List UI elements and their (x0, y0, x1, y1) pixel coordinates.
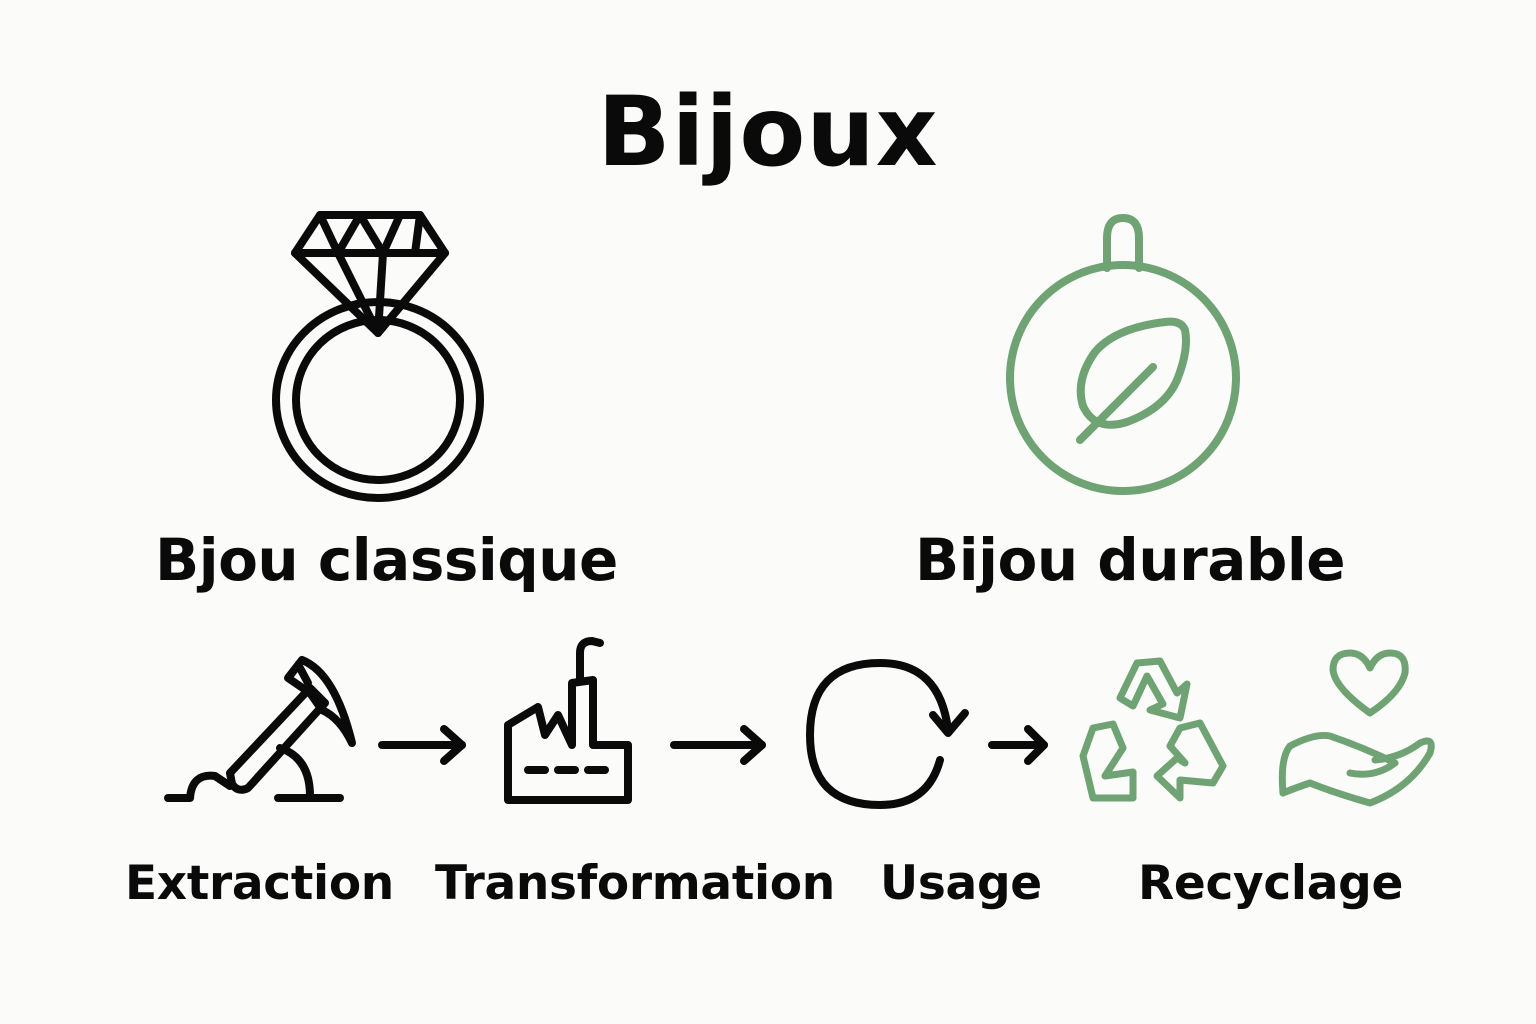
stage-label-usage: Usage (880, 856, 1042, 911)
diamond-ring-icon (272, 211, 484, 502)
category-classic: Bjou classique (150, 205, 618, 605)
leaf-pendant-icon (1006, 214, 1240, 495)
stage-label-recyclage: Recyclage (1138, 856, 1404, 911)
factory-icon (504, 637, 632, 804)
pickaxe-icon (164, 656, 356, 802)
category-label-classic: Bjou classique (155, 526, 618, 594)
stage-label-extraction: Extraction (125, 856, 394, 911)
arrow-right-icon (378, 725, 466, 765)
category-sustainable: Bijou durable (910, 205, 1346, 605)
arrow-right-icon (988, 725, 1048, 765)
stage-label-transformation: Transformation (435, 856, 835, 911)
category-label-sustainable: Bijou durable (915, 526, 1346, 594)
heart-in-hand-icon (1278, 649, 1435, 807)
lifecycle-flow: Extraction Transformation Usage Recyclag… (0, 630, 1536, 930)
page-title: Bijoux (597, 76, 939, 188)
arrow-right-icon (670, 725, 766, 765)
recycle-icon (1079, 657, 1227, 802)
cycle-arrow-icon (806, 659, 969, 809)
